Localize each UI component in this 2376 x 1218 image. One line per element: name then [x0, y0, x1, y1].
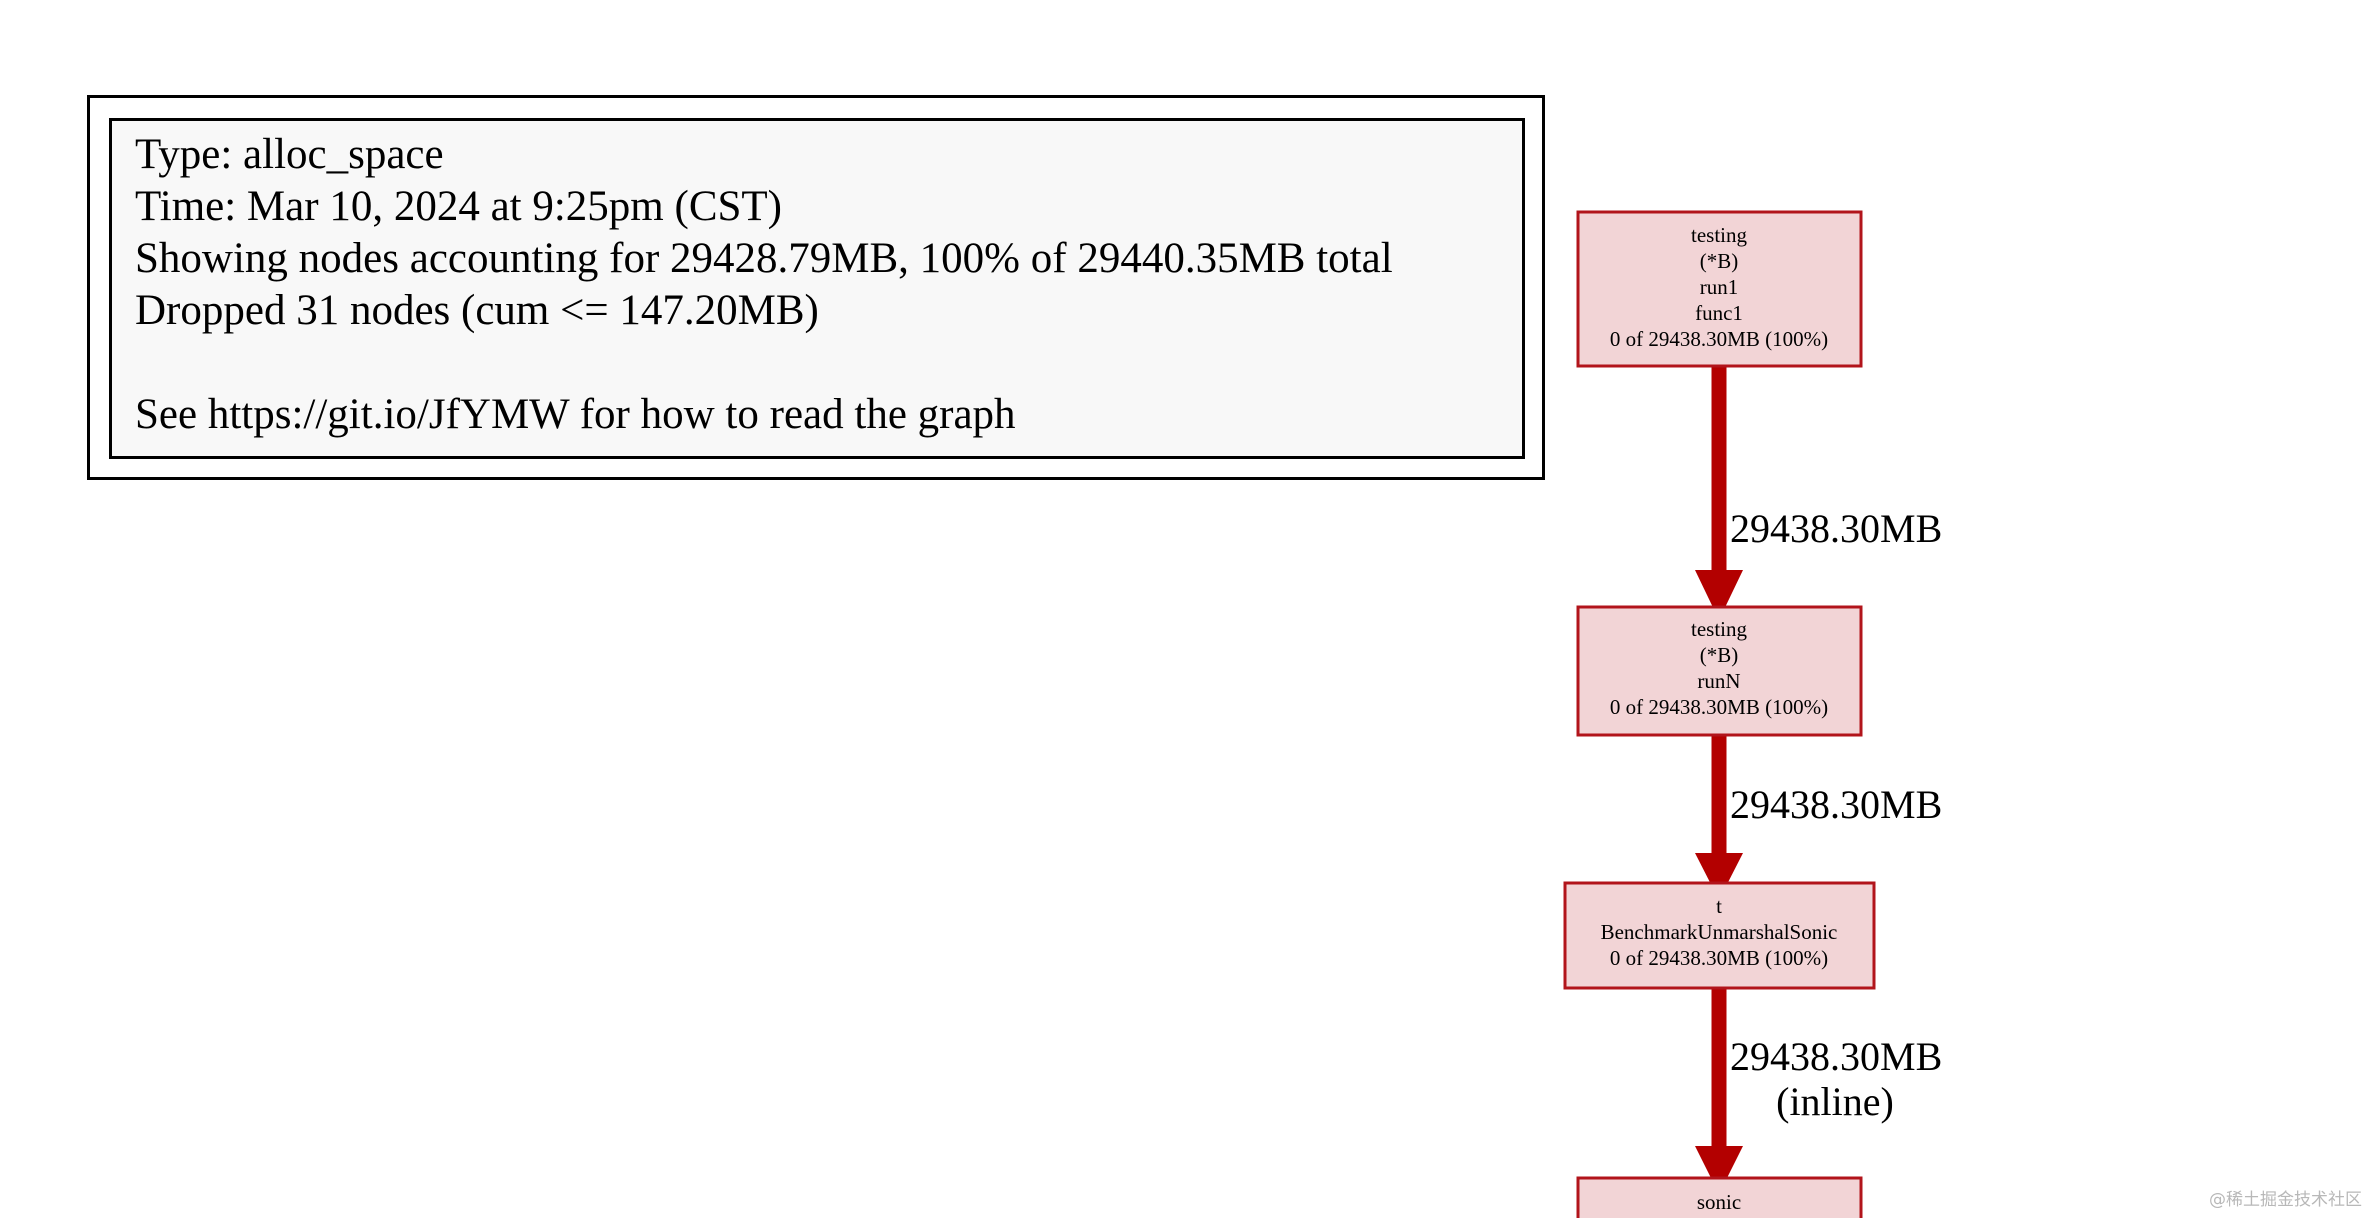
edge-label: 29438.30MB — [1730, 506, 1942, 551]
edge-benchmark-to-sonic: 29438.30MB (inline) — [1695, 988, 1942, 1194]
node-sonic: sonic — [1576, 1176, 1863, 1218]
edge-run1-to-runN: 29438.30MB — [1695, 366, 1942, 620]
graph-legend: Type: alloc_space Time: Mar 10, 2024 at … — [109, 118, 1525, 459]
node-box — [1576, 1176, 1863, 1218]
node-label-line: BenchmarkUnmarshalSonic — [1601, 920, 1838, 944]
edge-arrowhead — [1695, 1146, 1743, 1194]
edge-label-inline: (inline) — [1776, 1079, 1894, 1124]
legend-dropped: Dropped 31 nodes (cum <= 147.20MB) — [135, 287, 819, 334]
legend-time: Time: Mar 10, 2024 at 9:25pm (CST) — [135, 183, 782, 230]
node-label-line: sonic — [1697, 1190, 1741, 1214]
edge-arrowhead — [1695, 570, 1743, 620]
node-testing-runN: testing (*B) runN 0 of 29438.30MB (100%) — [1576, 605, 1863, 737]
node-cum-value: 0 of 29438.30MB (100%) — [1610, 695, 1828, 719]
node-cum-value: 0 of 29438.30MB (100%) — [1610, 327, 1828, 351]
legend-help-link: See https://git.io/JfYMW for how to read… — [135, 391, 1016, 438]
node-label-line: testing — [1691, 617, 1747, 641]
node-label-line: func1 — [1695, 301, 1743, 325]
node-cum-value: 0 of 29438.30MB (100%) — [1610, 946, 1828, 970]
edge-arrowhead — [1695, 853, 1743, 900]
legend-type: Type: alloc_space — [135, 131, 444, 178]
node-benchmark-unmarshal-sonic: t BenchmarkUnmarshalSonic 0 of 29438.30M… — [1563, 881, 1876, 990]
node-label-line: run1 — [1700, 275, 1739, 299]
edge-label: 29438.30MB — [1730, 1034, 1942, 1079]
node-testing-run1-func1: testing (*B) run1 func1 0 of 29438.30MB … — [1576, 210, 1863, 368]
node-label-line: runN — [1697, 669, 1740, 693]
node-box — [1576, 605, 1863, 737]
node-label-line: testing — [1691, 223, 1747, 247]
node-label-line: (*B) — [1700, 249, 1739, 273]
node-label-line: (*B) — [1700, 643, 1739, 667]
node-box — [1563, 881, 1876, 990]
watermark: @稀土掘金技术社区 — [2209, 1190, 2362, 1210]
node-label-line: t — [1716, 894, 1722, 918]
graph-legend-frame — [87, 95, 1545, 480]
edge-runN-to-benchmark: 29438.30MB — [1695, 735, 1942, 900]
legend-showing: Showing nodes accounting for 29428.79MB,… — [135, 235, 1393, 282]
edge-label: 29438.30MB — [1730, 782, 1942, 827]
node-box — [1576, 210, 1863, 368]
